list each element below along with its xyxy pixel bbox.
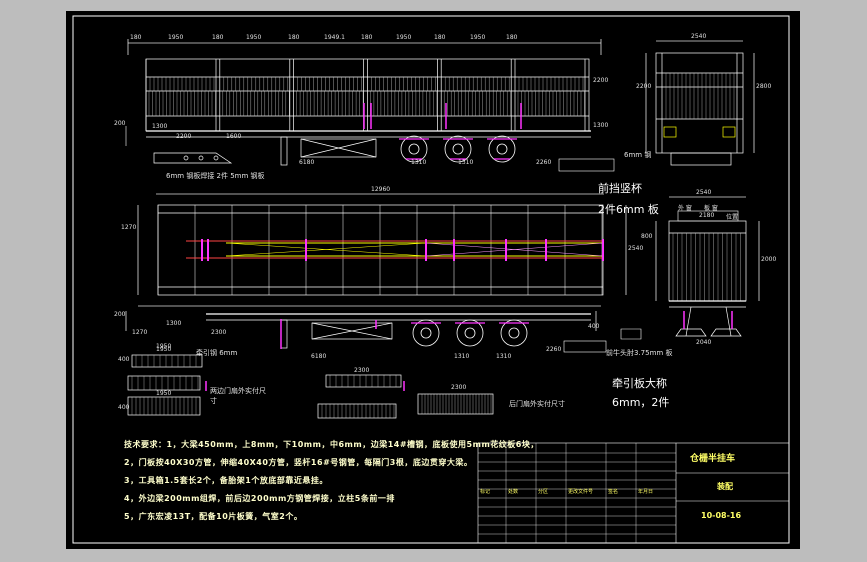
plan-length-dim: 12960: [371, 186, 391, 193]
top-dim: 180: [434, 34, 446, 41]
lower-dim-5: 1310: [454, 353, 470, 360]
lower-dim-2: 1300: [166, 320, 182, 327]
traction-plate-label: 牵引板大称: [612, 377, 667, 390]
lower-left-dim-2: 1270: [132, 329, 148, 336]
lower-dim-7: 2260: [546, 346, 562, 353]
note-line: 2，门板按40X30方管，伸缩40X40方管，竖杆16#号钢管，每隔门3根，底边…: [124, 458, 473, 467]
note-line: 5，广东宏凌13T，配备10片板簧，气室2个。: [124, 512, 303, 521]
top-dim: 1950: [396, 34, 412, 41]
top-bottom-dim: 1310: [458, 159, 474, 166]
end-top-note: 6mm 钢: [624, 151, 652, 159]
title-block-col-label: 更改文件号: [568, 489, 594, 495]
top-bottom-dim: 1310: [411, 159, 427, 166]
top-side-view: [127, 39, 602, 166]
plan-frame-rails: [186, 240, 604, 259]
plan-width-dim-2: 2540: [628, 245, 644, 252]
door-dim-2: 1950: [156, 390, 172, 397]
note-line: 3，工具箱1.5套长2个，备胎架1个放底部靠近悬挂。: [124, 476, 328, 485]
door-dim-1: 1950: [156, 346, 172, 353]
plate-note: 6mm 钢板焊接 2件 5mm 钢板: [166, 172, 265, 180]
top-bottom-dim: 6180: [299, 159, 315, 166]
lower-wheels: [412, 319, 528, 347]
top-dim: 1950: [168, 34, 184, 41]
lower-left-dim-1: 200: [114, 311, 126, 318]
end-bottom-width-3: 2040: [696, 339, 712, 346]
top-dim: 1950: [470, 34, 486, 41]
plan-width-dim-1: 1270: [121, 224, 137, 231]
front-plate-label: 前挡竖杯: [598, 182, 642, 195]
lower-right-dim: 400: [588, 323, 600, 330]
door-panels: [127, 354, 494, 419]
end-bottom-height-2: 2000: [761, 256, 777, 263]
end-view-top: [645, 40, 755, 166]
title-block-col-label: 标记: [480, 489, 491, 495]
top-dim: 180: [506, 34, 518, 41]
lower-dim-3: 2300: [211, 329, 227, 336]
top-wheels: [400, 135, 516, 163]
title-block-subtitle: 装配: [717, 482, 733, 491]
traction-note: 牵引钢 6mm: [196, 349, 238, 357]
note-line: 技术要求：1，大梁450mm，上8mm，下10mm，中6mm，边梁14#槽钢，底…: [124, 440, 534, 449]
title-block-drawing-no: 10-08-16: [701, 511, 742, 520]
top-dim: 180: [361, 34, 373, 41]
top-dim: 1950: [246, 34, 262, 41]
top-bottom-dim: 1300: [152, 123, 168, 130]
end-view-bottom: [655, 196, 760, 337]
front-spec: 前牛头肘3.75mm 板: [606, 349, 673, 357]
top-left-dim: 200: [114, 120, 126, 127]
title-block-col-label: 年月日: [638, 489, 654, 495]
top-height-dim-2: 1300: [593, 122, 609, 129]
plan-view: [137, 193, 627, 296]
end-bottom-top-label-2: 板 窗: [704, 205, 718, 212]
end-bottom-height-1: 800: [641, 233, 653, 240]
drawing-frame: [72, 15, 790, 544]
drawing-sheet: 180 1950 180 1950 180 1949.1 180 1950 180 1950 180…: [66, 11, 800, 549]
lower-side-view: [125, 305, 601, 349]
end-top-width-dim: 2540: [691, 33, 707, 40]
door-dim-4: 400: [118, 404, 130, 411]
lower-dim-6: 1310: [496, 353, 512, 360]
top-bottom-dim: 2260: [536, 159, 552, 166]
title-block-col-label: 分区: [538, 489, 549, 495]
end-bottom-width-1: 2540: [696, 189, 712, 196]
top-bottom-dim: 2200: [176, 133, 192, 140]
top-dim: 180: [288, 34, 300, 41]
top-dim: 1949.1: [324, 34, 345, 41]
end-bottom-width-2: 2180: [699, 212, 715, 219]
rear-door-note: 后门扇外实付尺寸: [509, 400, 565, 408]
door-dim-3: 400: [118, 356, 130, 363]
title-block-col-label: 处数: [508, 489, 519, 495]
traction-plate-spec: 6mm，2件: [612, 396, 670, 409]
top-height-dim-1: 2200: [593, 77, 609, 84]
cad-drawing: [72, 15, 790, 544]
end-top-height-dim-1: 2200: [636, 83, 652, 90]
end-top-height-dim-2: 2800: [756, 83, 772, 90]
lower-dim-4: 6180: [311, 353, 327, 360]
top-suspension: [399, 138, 517, 160]
end-bottom-top-label-1: 外 窗: [678, 205, 692, 212]
lower-dim-1: 1950: [156, 343, 172, 350]
top-dim: 180: [212, 34, 224, 41]
front-plate-spec: 2件6mm 板: [598, 203, 659, 216]
side-door-note: 两边门扇外实付尺寸: [210, 387, 266, 405]
door-dim-5: 2300: [354, 367, 370, 374]
title-block-title: 仓栅半挂车: [690, 454, 736, 464]
title-block: [477, 442, 790, 544]
top-bottom-dim: 1600: [226, 133, 242, 140]
door-dim-6: 2300: [451, 384, 467, 391]
title-block-col-label: 签名: [608, 489, 619, 495]
end-bottom-top-label-3: 位置: [726, 214, 739, 221]
note-line: 4，外边梁200mm组焊，前后边200mm方钢管焊接，立柱5条前一排: [124, 494, 395, 503]
top-dim: 180: [130, 34, 142, 41]
